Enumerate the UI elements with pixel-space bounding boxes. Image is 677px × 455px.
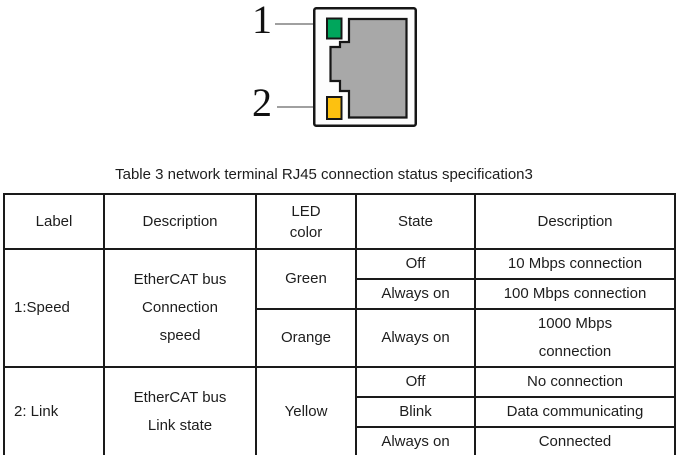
state-description-cell: 1000 Mbps connection [474, 308, 676, 368]
rj45-port-diagram [313, 7, 417, 127]
state-cell: Off [355, 366, 476, 398]
state-cell: Always on [355, 426, 476, 455]
callout-label-1: 1 [252, 0, 272, 42]
table-row: Orange Always on 1000 Mbps connection [4, 308, 676, 368]
led-color-cell-orange: Orange [255, 308, 357, 368]
callout-leader-line-1 [275, 23, 328, 25]
table-row: Always on Connected [4, 426, 676, 455]
table-row: 2: Link EtherCAT bus Link state Yellow O… [3, 366, 676, 455]
state-cell: Always on [355, 308, 476, 368]
header-state-description: Description [474, 193, 676, 250]
state-description-cell: Data communicating [474, 396, 676, 428]
callout-leader-line-2 [277, 106, 328, 108]
state-description-cell: No connection [474, 366, 676, 398]
label-cell-speed: 1:Speed [3, 248, 105, 368]
state-cell: Off [355, 248, 476, 280]
led-color-cell-green: Green [255, 248, 357, 310]
speed-led-icon [326, 17, 343, 40]
state-cell: Blink [355, 396, 476, 428]
header-label: Label [3, 193, 105, 250]
link-led-icon [326, 96, 343, 120]
led-color-cell-yellow: Yellow [255, 366, 357, 455]
description-cell-link: EtherCAT bus Link state [103, 366, 257, 455]
description-cell-speed: EtherCAT bus Connection speed [103, 248, 257, 368]
state-description-cell: Connected [474, 426, 676, 455]
table-row: Blink Data communicating [4, 396, 676, 428]
rj45-status-table: Label Description LED color State Descri… [3, 193, 676, 455]
table-row: Always on 100 Mbps connection [4, 278, 676, 310]
state-description-cell: 100 Mbps connection [474, 278, 676, 310]
state-description-cell: 10 Mbps connection [474, 248, 676, 280]
label-cell-link: 2: Link [3, 366, 105, 455]
header-description: Description [103, 193, 257, 250]
header-led-color: LED color [255, 193, 357, 250]
table-caption: Table 3 network terminal RJ45 connection… [115, 166, 533, 183]
table-header-row: Label Description LED color State Descri… [3, 193, 676, 250]
rj45-jack-opening [329, 17, 408, 119]
callout-label-2: 2 [252, 80, 272, 125]
table-row: 1:Speed EtherCAT bus Connection speed Gr… [3, 248, 676, 368]
header-state: State [355, 193, 476, 250]
state-cell: Always on [355, 278, 476, 310]
